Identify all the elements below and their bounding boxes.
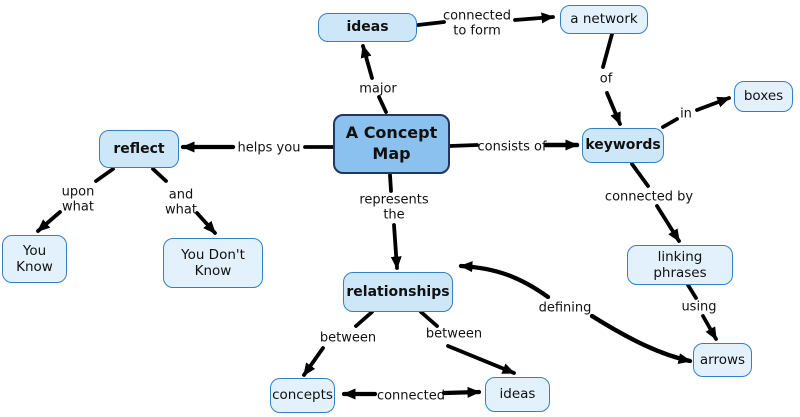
edge-conceptmap-to-represents-stub	[388, 173, 393, 193]
edge-label-consists-of: consists of	[477, 139, 547, 155]
edge-using-to-arrows	[701, 314, 718, 341]
node-ideas-top: ideas	[318, 13, 417, 42]
edge-label-defining: defining	[538, 300, 592, 316]
node-ideas-bottom: ideas	[485, 377, 550, 412]
edge-reflect-to-andwhat-stub	[151, 167, 168, 183]
edge-of-to-keywords	[605, 91, 622, 126]
node-you-dont-know: You Don't Know	[163, 238, 263, 288]
node-concept-map: A Concept Map	[333, 114, 450, 174]
edge-relationships-betweenL-stub	[354, 310, 374, 328]
edge-relationships-betweenR-stub	[419, 310, 439, 328]
edge-defining-to-relationships	[458, 261, 551, 300]
edge-conceptmap-to-major-stub	[377, 95, 388, 114]
edge-represents-to-relationships	[390, 223, 402, 270]
edge-major-to-ideas	[360, 44, 374, 80]
node-reflect: reflect	[99, 130, 179, 168]
edge-label-in: in	[680, 106, 692, 122]
edge-defining-to-arrows	[589, 313, 693, 364]
node-keywords: keywords	[582, 128, 664, 163]
node-boxes: boxes	[734, 81, 793, 112]
edge-label-of: of	[599, 71, 613, 87]
edge-linkingphrases-to-using-stub	[686, 283, 698, 300]
edge-betweenR-to-ideas	[446, 344, 516, 375]
edge-keywords-to-connectedby-stub	[630, 162, 650, 188]
edge-a-network-to-of-stub	[601, 32, 614, 69]
edge-connectedby-to-linkingphrases	[655, 204, 681, 243]
node-linking-phrases: linking phrases	[627, 245, 733, 285]
edge-label-connected-to-form: connected to form	[442, 8, 512, 39]
edge-label-and-what: and what	[165, 187, 197, 218]
edge-in-to-boxes	[695, 96, 731, 112]
edge-ideas-to-label-stub	[416, 20, 446, 27]
edge-label-using: using	[681, 299, 717, 315]
node-relationships: relationships	[343, 272, 453, 312]
edge-reflect-to-uponwhat-stub	[94, 167, 115, 183]
edge-connected-to-ideas	[441, 386, 482, 398]
edge-conceptmap-to-consistsof-stub	[448, 143, 479, 148]
node-a-network: a network	[560, 5, 648, 34]
node-concepts: concepts	[270, 378, 335, 413]
edge-label-helps-you: helps you	[237, 140, 301, 156]
edge-label-to-a-network	[513, 12, 555, 24]
edge-uponwhat-to-youknow	[36, 210, 62, 233]
edge-keywords-to-in-stub	[661, 117, 679, 129]
edge-andwhat-to-youdontknow	[195, 211, 217, 235]
edge-label-between-right: between	[425, 326, 483, 342]
edge-label-connected: connected	[376, 388, 446, 404]
edge-label-major: major	[359, 81, 397, 97]
edge-label-between-left: between	[319, 330, 377, 346]
edge-betweenL-to-concepts	[302, 346, 325, 377]
edge-label-upon-what: upon what	[61, 184, 95, 215]
node-arrows: arrows	[693, 343, 752, 377]
edge-label-represents-the: represents the	[359, 192, 429, 223]
edge-label-connected-by: connected by	[604, 189, 694, 205]
node-you-know: You Know	[2, 235, 67, 283]
